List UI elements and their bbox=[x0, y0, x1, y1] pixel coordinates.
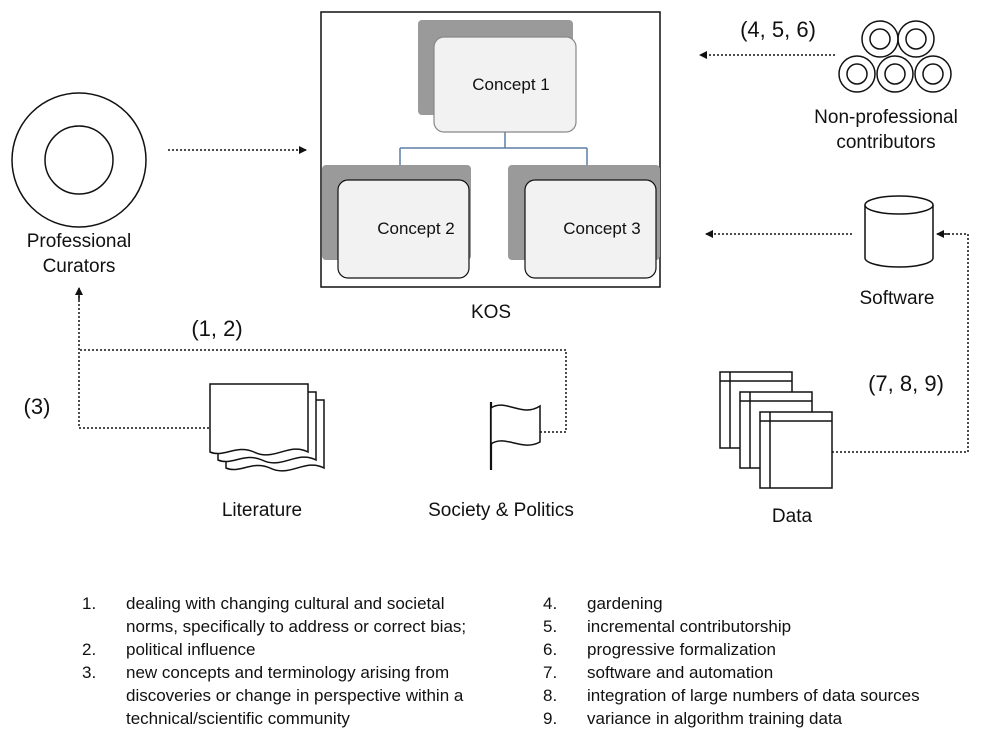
professional-curators-label-line1: Professional bbox=[27, 231, 132, 252]
data-icon bbox=[719, 371, 833, 489]
legend-number: 3. bbox=[82, 663, 97, 682]
legend-item-6: 6. progressive formalization bbox=[543, 638, 920, 661]
professional-curators-icon bbox=[11, 92, 147, 228]
concept-1-label: Concept 1 bbox=[472, 75, 550, 94]
kos-diagram: Concept 1 Concept 2 Concept 3 KOS Profes… bbox=[11, 11, 969, 527]
legend-text: variance in algorithm training data bbox=[587, 709, 843, 728]
literature-label: Literature bbox=[222, 500, 302, 521]
legend-item-7: 7. software and automation bbox=[543, 661, 920, 684]
legend-text: technical/scientific community bbox=[126, 709, 350, 728]
legend-text: integration of large numbers of data sou… bbox=[587, 686, 920, 705]
concept-1-node: Concept 1 bbox=[418, 20, 577, 133]
literature-icon bbox=[209, 383, 325, 472]
legend-number: 7. bbox=[543, 663, 558, 682]
legend-number: 6. bbox=[543, 640, 558, 659]
legend-text: gardening bbox=[587, 594, 663, 613]
legend-number: 1. bbox=[82, 594, 97, 613]
legend-item-2: 2. political influence bbox=[82, 638, 466, 661]
sources-to-curators-connector bbox=[78, 290, 567, 433]
legend-number: 9. bbox=[543, 709, 558, 728]
software-label: Software bbox=[860, 288, 935, 309]
legend-number: 4. bbox=[543, 594, 558, 613]
legend-item-4: 4. gardening bbox=[543, 592, 920, 615]
legend-text: progressive formalization bbox=[587, 640, 776, 659]
data-label: Data bbox=[772, 506, 813, 527]
legend-right: 4. gardening 5. incremental contributors… bbox=[543, 592, 920, 730]
marker-456: (4, 5, 6) bbox=[740, 17, 816, 42]
legend-text: dealing with changing cultural and socie… bbox=[126, 594, 445, 613]
legend-number: 5. bbox=[543, 617, 558, 636]
legend-item-1: 1. dealing with changing cultural and so… bbox=[82, 592, 466, 615]
legend-text: discoveries or change in perspective wit… bbox=[126, 686, 464, 705]
legend-left: 1. dealing with changing cultural and so… bbox=[82, 592, 466, 730]
legend-item-1-cont: norms, specifically to address or correc… bbox=[82, 615, 466, 638]
concept-2-label: Concept 2 bbox=[377, 219, 455, 238]
data-to-software-connector bbox=[832, 233, 969, 453]
legend-item-3-cont: technical/scientific community bbox=[82, 707, 466, 730]
legend-item-8: 8. integration of large numbers of data … bbox=[543, 684, 920, 707]
flag-icon bbox=[489, 402, 541, 470]
legend-text: incremental contributorship bbox=[587, 617, 792, 636]
legend-text: software and automation bbox=[587, 663, 774, 682]
legend-item-3-cont: discoveries or change in perspective wit… bbox=[82, 684, 466, 707]
non-professional-label-line2: contributors bbox=[836, 132, 935, 153]
legend-number: 8. bbox=[543, 686, 558, 705]
concept-2-node: Concept 2 bbox=[322, 165, 471, 279]
concept-3-node: Concept 3 bbox=[508, 165, 660, 279]
concept-3-label: Concept 3 bbox=[563, 219, 641, 238]
legend-item-9: 9. variance in algorithm training data bbox=[543, 707, 920, 730]
non-professional-label-line1: Non-professional bbox=[814, 107, 958, 128]
non-professional-contributors-icon bbox=[838, 20, 952, 93]
marker-789: (7, 8, 9) bbox=[868, 371, 944, 396]
software-icon bbox=[864, 195, 934, 268]
legend-item-5: 5. incremental contributorship bbox=[543, 615, 920, 638]
legend-number: 2. bbox=[82, 640, 97, 659]
legend-text: norms, specifically to address or correc… bbox=[126, 617, 467, 636]
marker-12: (1, 2) bbox=[191, 316, 242, 341]
legend-text: new concepts and terminology arising fro… bbox=[126, 663, 450, 682]
professional-curators-label-line2: Curators bbox=[43, 256, 116, 277]
legend-item-3: 3. new concepts and terminology arising … bbox=[82, 661, 466, 684]
society-politics-label: Society & Politics bbox=[428, 500, 574, 521]
marker-3: (3) bbox=[24, 394, 51, 419]
legend-text: political influence bbox=[126, 640, 256, 659]
kos-label: KOS bbox=[471, 302, 511, 323]
